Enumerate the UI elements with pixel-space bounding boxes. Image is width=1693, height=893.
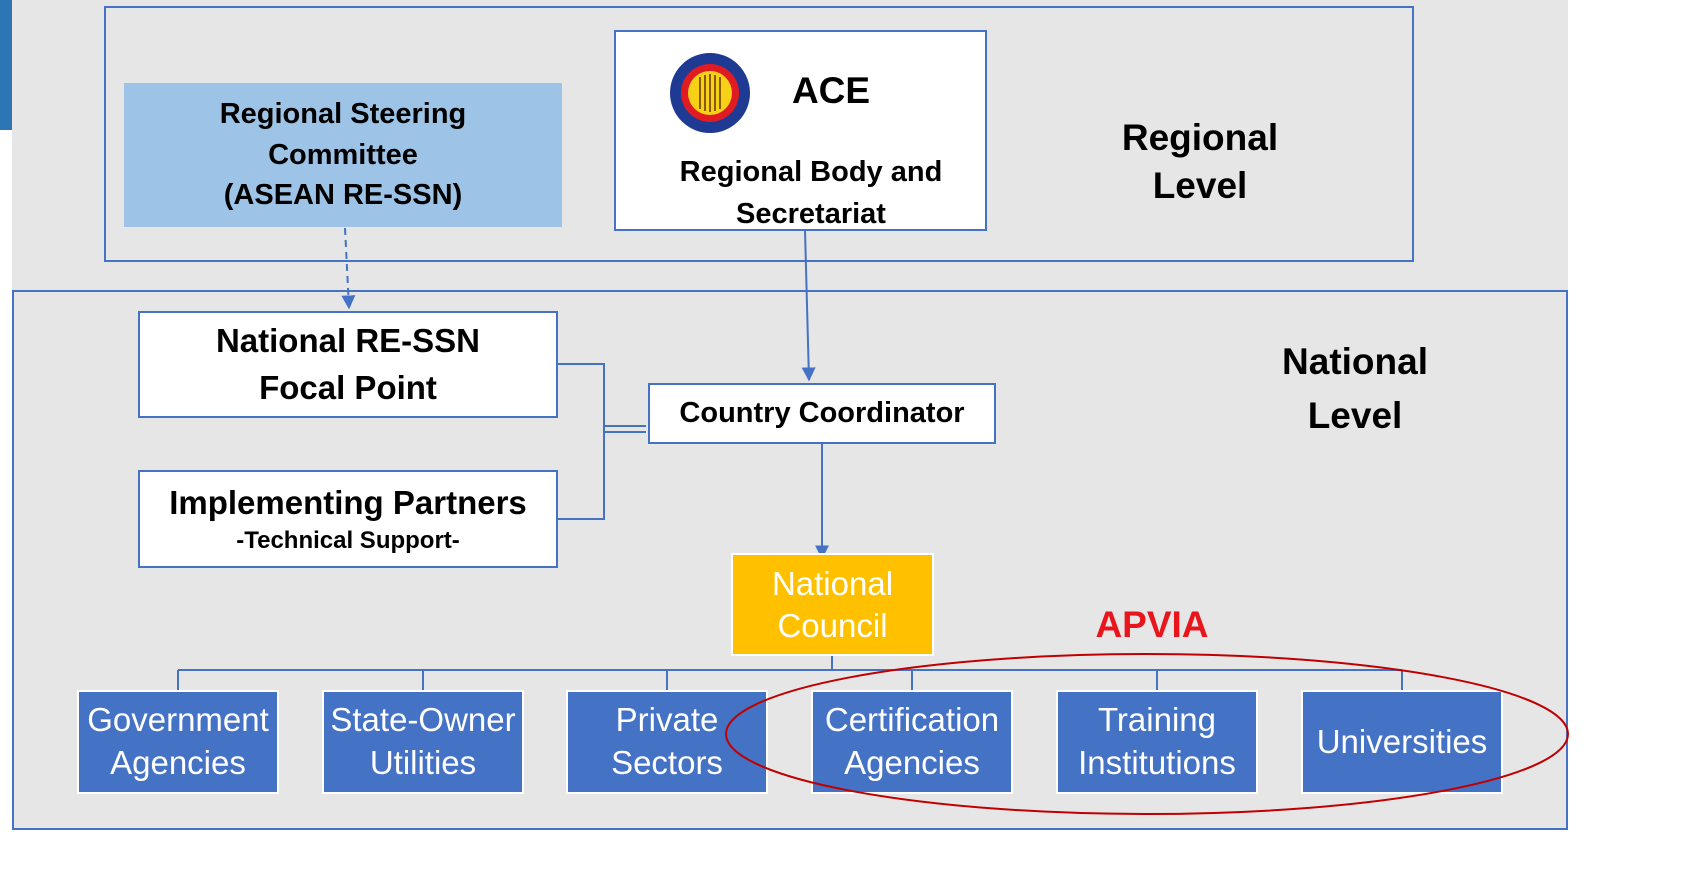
member-line-2: Sectors [611,744,723,781]
ace-subtitle-line-1: Regional Body and [679,156,943,188]
regional-level-line-2: Level [1152,165,1248,207]
apvia-label: APVIA [1095,604,1209,645]
member-line-2: Institutions [1078,744,1236,781]
member-line-2: Utilities [369,744,477,781]
ace-subtitle-line-2: Secretariat [736,198,886,230]
member-line-1: Training [1098,701,1216,739]
regional-level-line-1: Regional [1121,117,1279,158]
partners-line-1: Implementing Partners [169,483,527,521]
member-line-2: Agencies [844,744,980,781]
member-line-1: Certification [824,701,1000,739]
member-line-1: State-Owner [330,701,516,739]
implementing-partners-box: Implementing Partners -Technical Support… [138,470,558,568]
focal-bracket-line [558,363,605,520]
member-line-1: Universities [1316,722,1488,760]
member-line-1: Government [87,701,269,739]
ace-to-coordinator-arrow [801,229,816,382]
left-accent-bar [0,0,12,130]
national-level-label: National Level [1250,335,1460,442]
regional-frame [104,6,1414,262]
regional-level-label: Regional Level [1090,114,1310,210]
member-line-2: Agencies [110,744,246,781]
national-level-line-1: National [1282,341,1428,382]
ace-logo [667,46,753,141]
regional-steering-committee-box: Regional Steering Committee (ASEAN RE-SS… [124,83,562,227]
steering-line-3: (ASEAN RE-SSN) [223,179,463,212]
steering-line-2: Committee [268,138,418,171]
steering-to-focal-arrow [341,227,356,310]
ace-logo-icon [668,51,752,135]
steering-line-1: Regional Steering [219,98,467,131]
council-line-2: Council [777,606,888,644]
national-council-box: National Council [731,553,934,656]
national-level-line-2: Level [1307,394,1403,436]
ace-box: ACE Regional Body and Secretariat [614,30,987,231]
focal-line-2: Focal Point [259,368,437,406]
partners-line-2: -Technical Support- [236,526,460,554]
ace-title: ACE [791,70,871,111]
member-universities: Universities [1301,690,1503,794]
national-focal-point-box: National RE-SSN Focal Point [138,311,558,418]
member-line-1: Private [615,701,719,739]
country-coordinator-box: Country Coordinator [648,383,996,444]
coordinator-label: Country Coordinator [679,397,965,429]
focal-line-1: National RE-SSN [215,322,481,360]
council-line-1: National [771,565,894,603]
